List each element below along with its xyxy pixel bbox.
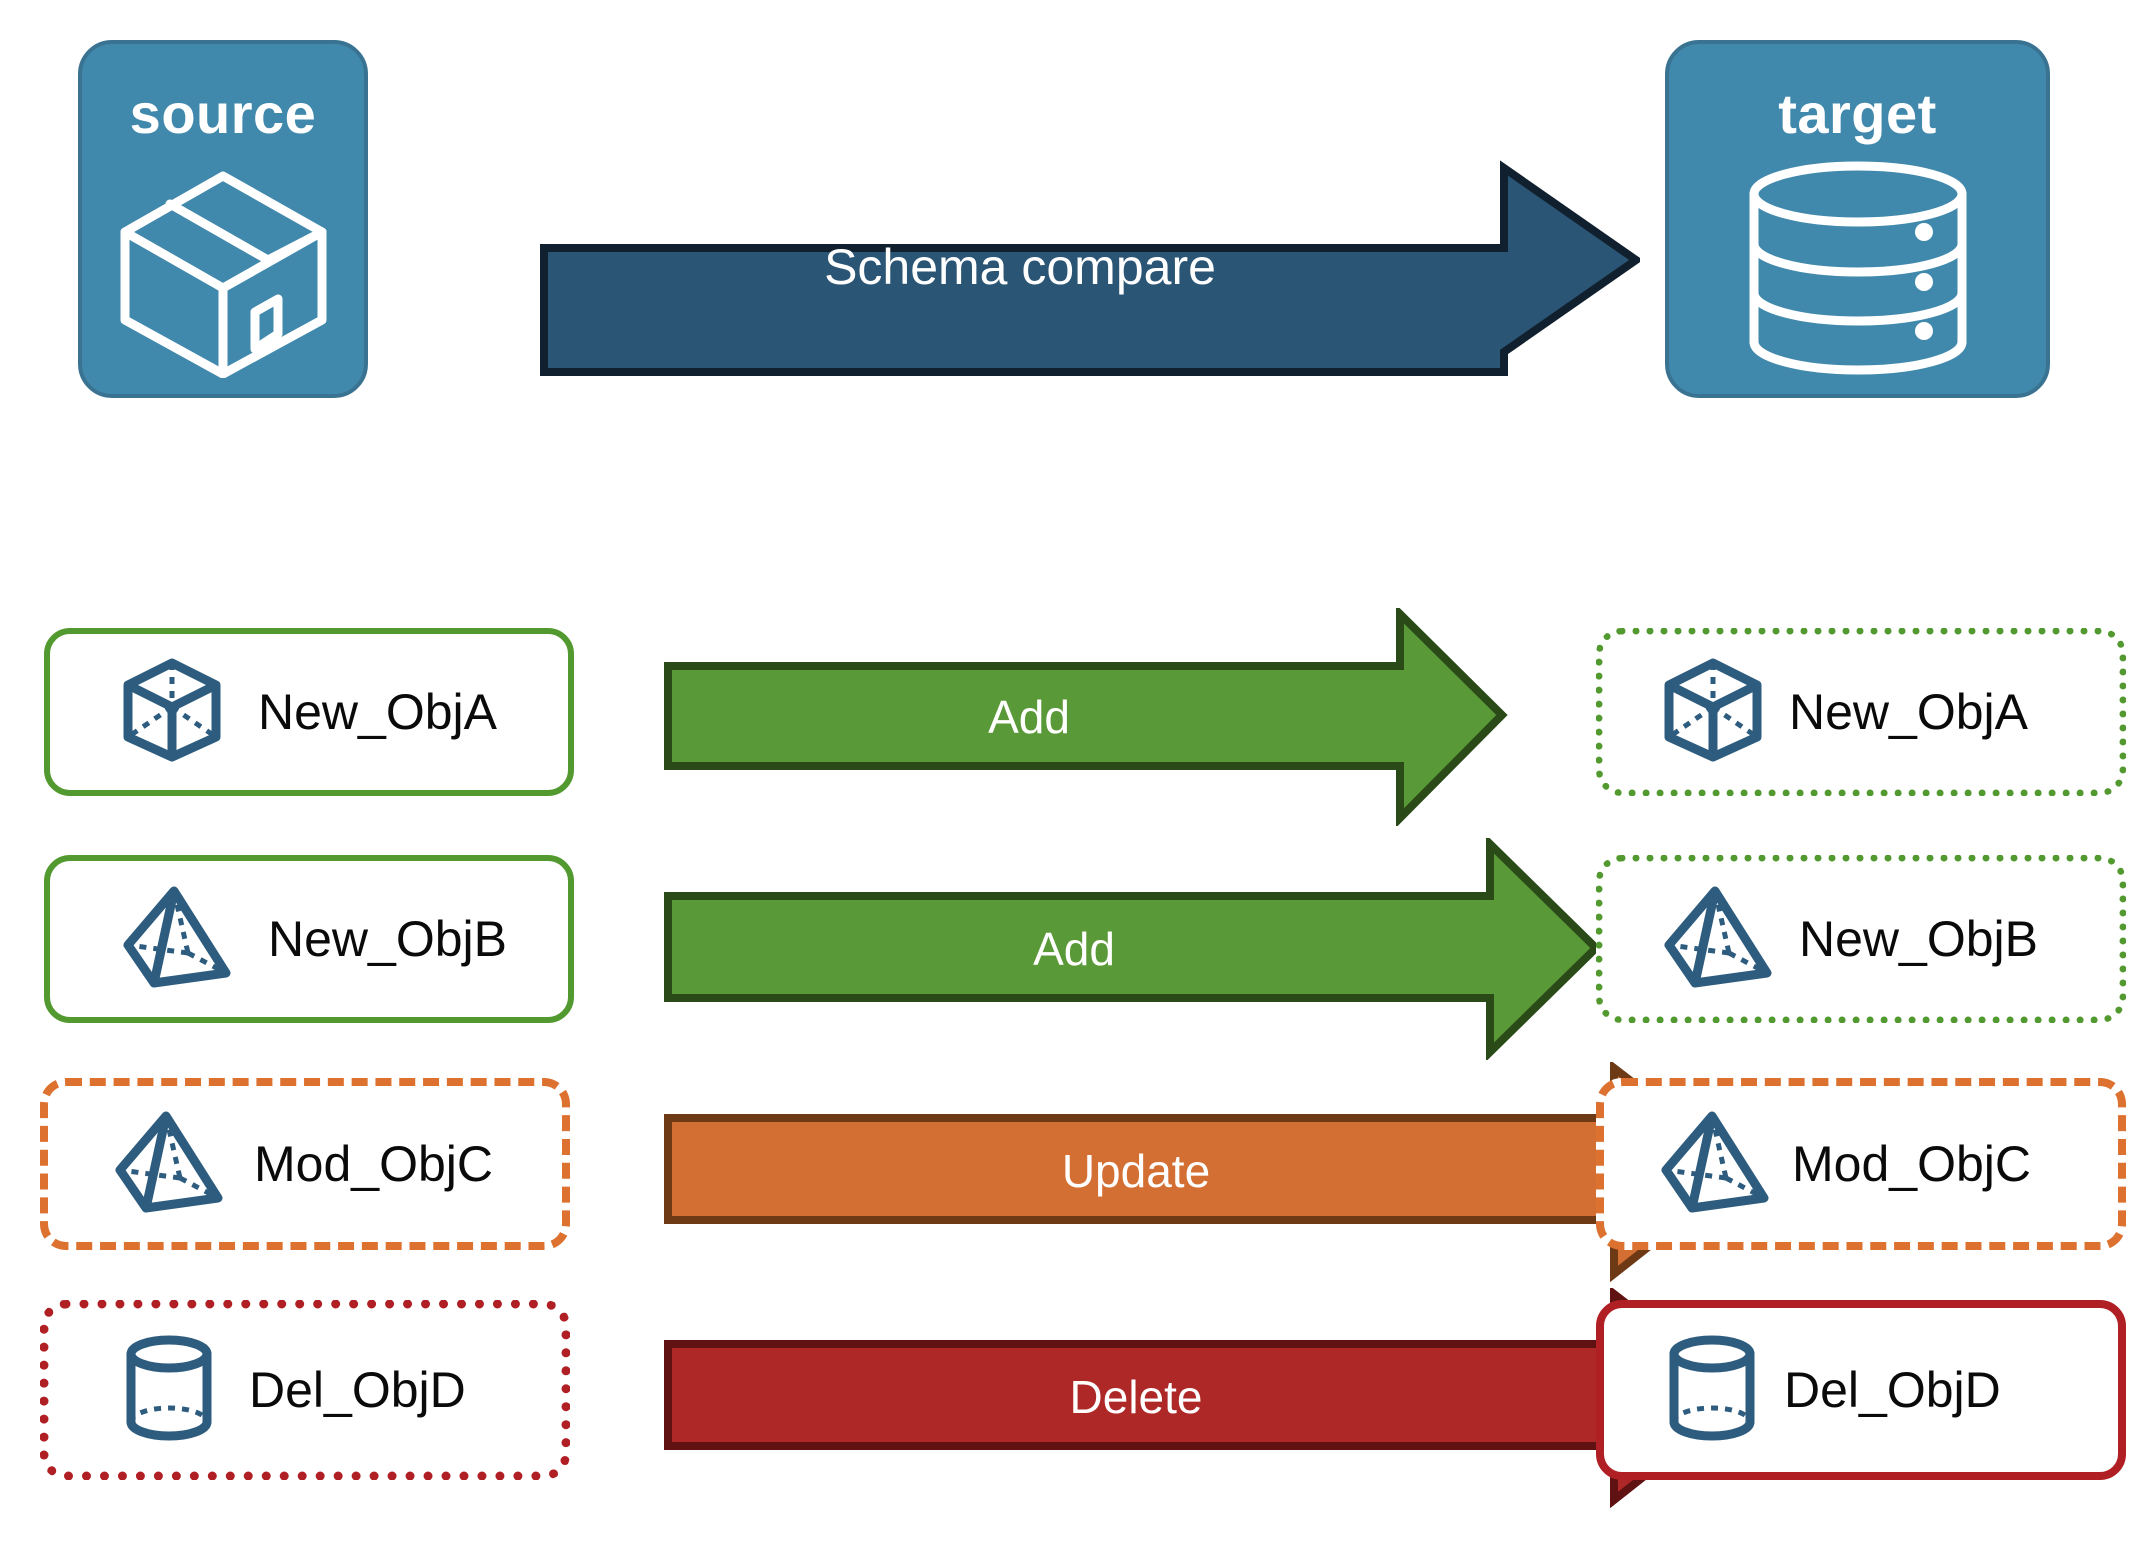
wireframe-pyramid-icon (1663, 885, 1773, 994)
action-arrow-row-3[interactable]: Update (664, 1062, 1754, 1282)
target-card-label-row-3: Mod_ObjC (1792, 1136, 2031, 1192)
action-arrow-row-4[interactable]: Delete (664, 1288, 1754, 1510)
endpoint-source-label: source (129, 82, 317, 145)
source-card-label-row-1: New_ObjA (258, 684, 497, 740)
endpoint-source[interactable]: source (78, 40, 368, 398)
target-card-label-row-4: Del_ObjD (1784, 1362, 2001, 1418)
target-card-row-4[interactable]: Del_ObjD (1596, 1300, 2126, 1480)
action-arrow-row-2[interactable]: Add (664, 838, 1604, 1060)
source-card-row-4[interactable]: Del_ObjD (40, 1300, 570, 1480)
target-card-row-3[interactable]: Mod_ObjC (1596, 1078, 2126, 1250)
wireframe-cube-icon (1663, 657, 1763, 768)
schema-compare-arrow[interactable]: Schema compare (540, 140, 1640, 380)
source-card-row-1[interactable]: New_ObjA (44, 628, 574, 796)
wireframe-cylinder-icon (123, 1334, 215, 1447)
source-card-row-2[interactable]: New_ObjB (44, 855, 574, 1023)
package-box-icon (108, 160, 338, 383)
wireframe-pyramid-icon (122, 885, 232, 994)
target-card-row-2[interactable]: New_ObjB (1596, 855, 2126, 1023)
source-card-label-row-4: Del_ObjD (249, 1362, 466, 1418)
action-arrow-row-1[interactable]: Add (664, 608, 1509, 826)
target-card-row-1[interactable]: New_ObjA (1596, 628, 2126, 796)
endpoint-target[interactable]: target (1665, 40, 2050, 398)
wireframe-pyramid-icon (114, 1110, 224, 1219)
database-cylinder-icon (1738, 160, 1978, 381)
source-card-label-row-3: Mod_ObjC (254, 1136, 493, 1192)
source-card-label-row-2: New_ObjB (268, 911, 507, 967)
wireframe-cylinder-icon (1666, 1334, 1758, 1447)
target-card-label-row-2: New_ObjB (1799, 911, 2038, 967)
source-card-row-3[interactable]: Mod_ObjC (40, 1078, 570, 1250)
wireframe-pyramid-icon (1660, 1110, 1770, 1219)
endpoint-target-label: target (1778, 82, 1937, 145)
target-card-label-row-1: New_ObjA (1789, 684, 2028, 740)
wireframe-cube-icon (122, 657, 222, 768)
